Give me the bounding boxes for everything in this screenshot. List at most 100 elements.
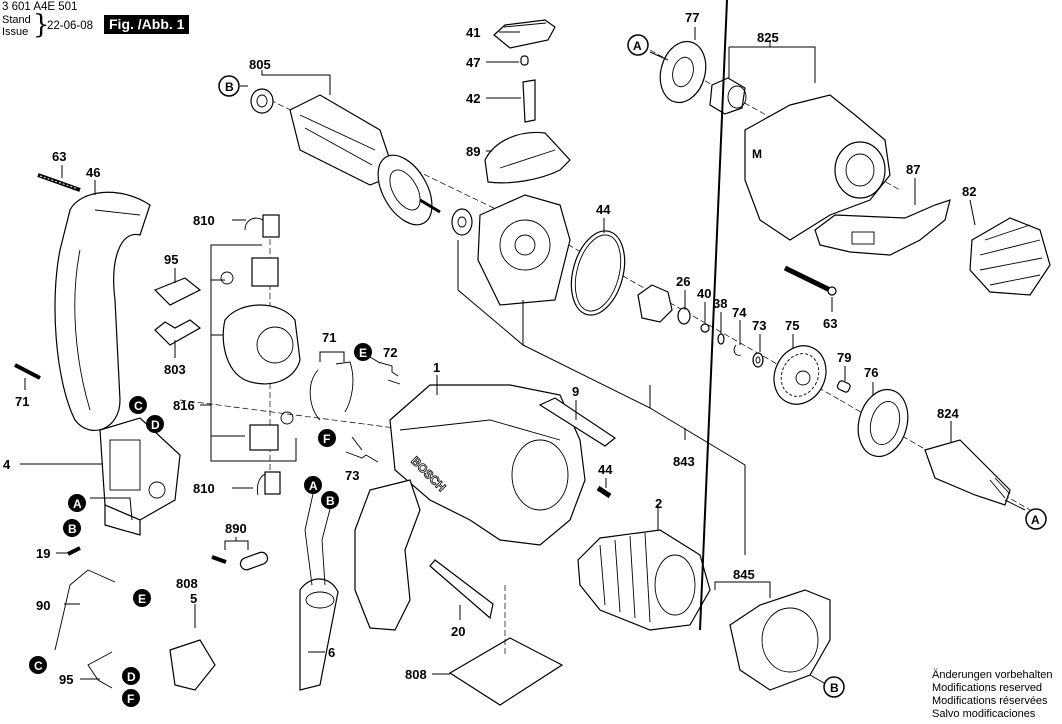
marker-d-wire87: D: [122, 667, 140, 685]
svg-text:F: F: [127, 692, 134, 706]
label-63: 63: [823, 316, 837, 331]
marker-f-contact76: F: [318, 429, 336, 447]
part-40-ball[interactable]: [700, 323, 710, 333]
marker-b-cord: B: [321, 491, 339, 509]
label-95-upper: 95: [164, 252, 178, 267]
label-1: 1: [433, 360, 440, 375]
part-808-instruction-sheet[interactable]: [448, 585, 564, 706]
label-843: 843: [673, 454, 695, 469]
part-810-carbon-brush-upper[interactable]: [244, 214, 280, 238]
part-825-needle-bearing[interactable]: [709, 77, 747, 115]
label-47: 46: [86, 165, 100, 180]
label-825: 825: [757, 30, 779, 45]
part-95-clip-upper[interactable]: [153, 277, 202, 306]
label-9: 9: [572, 384, 579, 399]
part-clutch-gear[interactable]: [637, 284, 673, 323]
label-73: 71: [15, 394, 29, 409]
part-41-switch-cover[interactable]: [493, 19, 556, 49]
marker-a-top: A: [627, 34, 649, 56]
svg-text:C: C: [34, 659, 43, 673]
part-9-nameplate[interactable]: [538, 397, 617, 447]
part-4-switch[interactable]: [99, 417, 181, 536]
part-number-labels: 63 46 95 803 71 810 810 816 4 19 90 95 8…: [3, 10, 976, 687]
label-6: 6: [328, 645, 335, 660]
part-824-spindle[interactable]: [924, 439, 1011, 506]
part-63-screw[interactable]: [783, 265, 837, 296]
cord-leads: [304, 493, 331, 586]
marker-e-contact75: E: [354, 343, 372, 361]
part-86-wire[interactable]: [54, 569, 116, 651]
label-90: 87: [906, 162, 920, 177]
part-47-handle-shell[interactable]: [54, 191, 151, 431]
label-76: 73: [345, 468, 359, 483]
part-44-o-ring[interactable]: [563, 225, 634, 321]
part-890-cord-clamp[interactable]: [211, 540, 269, 571]
part-46-screw[interactable]: [596, 485, 612, 499]
part-816-brush-holder[interactable]: [220, 257, 301, 451]
label-20: 20: [451, 624, 465, 639]
part-83-washer[interactable]: [654, 36, 713, 107]
svg-text:B: B: [225, 80, 234, 94]
label-5: 5: [190, 591, 197, 606]
part-79-retaining-ring[interactable]: [733, 344, 742, 356]
part-71-spring[interactable]: [520, 55, 529, 66]
notice-en: Modifications reserved: [932, 682, 1043, 694]
part-84-pin[interactable]: [836, 380, 851, 393]
svg-text:B: B: [326, 494, 335, 508]
label-72: 63: [52, 149, 66, 164]
svg-text:A: A: [309, 479, 318, 493]
part-803-armature[interactable]: [250, 88, 443, 234]
marker-c-wire86: C: [29, 656, 47, 674]
part-75-contact[interactable]: [377, 361, 401, 385]
part-73-screw[interactable]: [14, 363, 41, 380]
callout-leaders: [20, 27, 1026, 684]
part-89-cover[interactable]: [484, 131, 571, 184]
part-90-auxiliary-handle[interactable]: [814, 199, 951, 256]
label-824: 824: [937, 406, 959, 421]
part-2-field-winding[interactable]: [577, 529, 711, 631]
marker-b-bottom: B: [823, 676, 845, 698]
part-843-bearing-plate[interactable]: [477, 194, 571, 306]
part-76-contact[interactable]: [345, 451, 379, 463]
reference-markers: A A B B C D A B E C D F E F A B: [29, 34, 1047, 707]
label-2: 2: [655, 496, 662, 511]
part-825-gear-housing[interactable]: M: [744, 94, 891, 241]
marker-a-right: A: [1025, 508, 1047, 530]
svg-text:B: B: [68, 522, 77, 536]
part-bearing-armature-rear[interactable]: [451, 208, 473, 236]
label-82: 76: [864, 365, 878, 380]
notice-es: Salvo modificaciones: [932, 708, 1036, 720]
svg-text:E: E: [138, 592, 146, 606]
label-89: 89: [466, 144, 480, 159]
marker-a-cord: A: [304, 476, 322, 494]
part-77-washer[interactable]: [752, 352, 764, 368]
marker-b-top: B: [218, 75, 240, 97]
part-5-power-cord[interactable]: [158, 596, 301, 697]
part-72-screw[interactable]: [37, 173, 81, 192]
part-74-spring-clip[interactable]: [309, 351, 354, 421]
label-26: 26: [676, 274, 690, 289]
part-845-fan-guide[interactable]: [699, 0, 831, 691]
label-890: 890: [225, 521, 247, 536]
part-20-label[interactable]: [429, 559, 494, 620]
part-6-cord-sleeve[interactable]: [299, 578, 339, 691]
label-42: 42: [466, 91, 480, 106]
part-810-carbon-brush-lower[interactable]: [257, 471, 281, 496]
part-87-wire[interactable]: [87, 651, 113, 689]
part-42-slider[interactable]: [522, 79, 536, 123]
part-26-bearing[interactable]: [677, 307, 691, 325]
label-74: 71: [322, 330, 336, 345]
svg-text:A: A: [73, 497, 82, 511]
part-38-ring[interactable]: [717, 333, 725, 345]
part-housing-grip[interactable]: [354, 479, 421, 631]
label-805: 808: [176, 576, 198, 591]
part-80-gear[interactable]: [765, 337, 836, 413]
part-82-ring[interactable]: [851, 384, 915, 462]
part-85-chuck[interactable]: [969, 217, 1051, 296]
part-95-clip-lower[interactable]: [154, 319, 202, 346]
label-808: 808: [405, 667, 427, 682]
label-44: 44: [596, 202, 611, 217]
marker-d-switch: D: [146, 415, 164, 433]
label-40: 40: [697, 286, 711, 301]
